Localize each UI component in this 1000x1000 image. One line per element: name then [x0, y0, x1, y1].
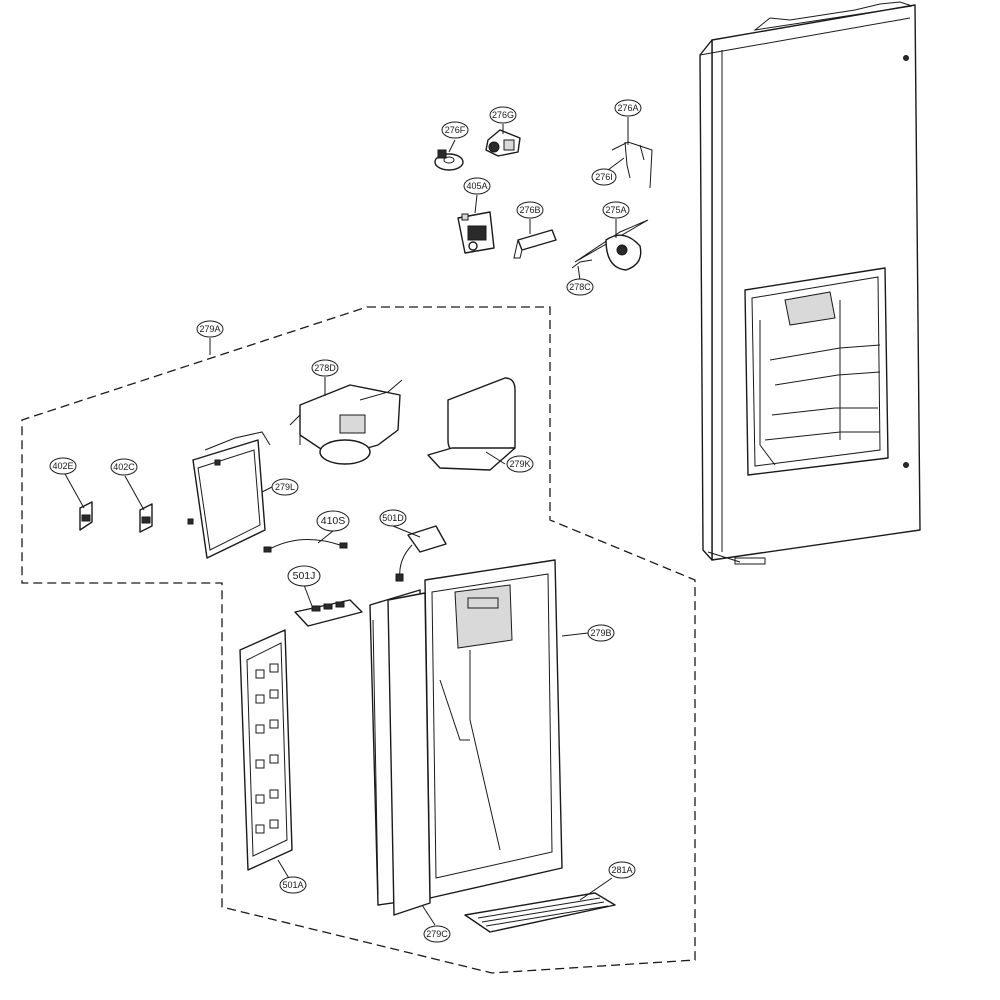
part-279K	[427, 377, 516, 471]
callout-text: 501J	[293, 570, 316, 582]
callout-402C: 402C	[110, 458, 138, 476]
callout-281A: 281A	[608, 861, 636, 879]
part-501D	[395, 525, 447, 582]
callout-276F: 276F	[441, 121, 469, 139]
callout-275A: 275A	[602, 201, 630, 219]
callout-text: 275A	[605, 205, 626, 215]
part-279C	[369, 589, 431, 916]
callout-text: 410S	[321, 515, 346, 527]
callout-402E: 402E	[49, 457, 77, 475]
callout-276I: 276I	[591, 168, 617, 186]
leader-lines	[64, 117, 629, 926]
callout-279C: 279C	[423, 925, 451, 943]
part-501J	[294, 599, 363, 627]
callout-278C: 278C	[566, 278, 594, 296]
callout-text: 501A	[282, 880, 303, 890]
callout-501D: 501D	[379, 509, 407, 527]
callout-276A: 276A	[614, 99, 642, 117]
callout-text: 402C	[113, 462, 135, 472]
callout-501J: 501J	[287, 565, 321, 587]
callout-text: 501D	[382, 513, 404, 523]
part-281A	[464, 892, 616, 933]
callout-text: 405A	[466, 181, 487, 191]
callout-text: 278D	[314, 363, 336, 373]
callout-text: 276F	[445, 125, 466, 135]
callout-text: 279L	[275, 482, 295, 492]
callout-276B: 276B	[516, 201, 544, 219]
part-276F	[434, 149, 464, 171]
callout-text: 276B	[519, 205, 540, 215]
callout-text: 402E	[52, 461, 73, 471]
part-276G	[485, 129, 521, 157]
callout-405A: 405A	[463, 177, 491, 195]
part-405A	[457, 211, 495, 254]
callout-279A: 279A	[196, 320, 224, 338]
callout-text: 279K	[509, 459, 530, 469]
part-402C	[139, 503, 153, 533]
assembly-279A-outline	[21, 306, 696, 974]
part-275A	[571, 219, 649, 271]
part-276A	[611, 141, 653, 189]
callout-text: 276I	[595, 172, 613, 182]
callout-410S: 410S	[316, 510, 350, 532]
part-279L	[187, 431, 271, 559]
callout-text: 279A	[199, 324, 220, 334]
dispenser-recess	[744, 267, 889, 476]
part-410S	[263, 539, 348, 553]
callout-279L: 279L	[271, 478, 299, 496]
callout-279B: 279B	[587, 624, 615, 642]
callout-279K: 279K	[506, 455, 534, 473]
callout-text: 279B	[590, 628, 611, 638]
callout-text: 276A	[617, 103, 638, 113]
callout-text: 281A	[611, 865, 632, 875]
callout-text: 278C	[569, 282, 591, 292]
part-501A	[239, 629, 293, 871]
part-402E	[79, 501, 93, 531]
callout-276G: 276G	[489, 106, 517, 124]
part-278D	[289, 379, 403, 465]
callout-text: 276G	[492, 110, 514, 120]
callout-278D: 278D	[311, 359, 339, 377]
callout-501A: 501A	[279, 876, 307, 894]
callout-text: 279C	[426, 929, 448, 939]
part-279B	[424, 559, 563, 899]
part-276B	[513, 229, 557, 259]
